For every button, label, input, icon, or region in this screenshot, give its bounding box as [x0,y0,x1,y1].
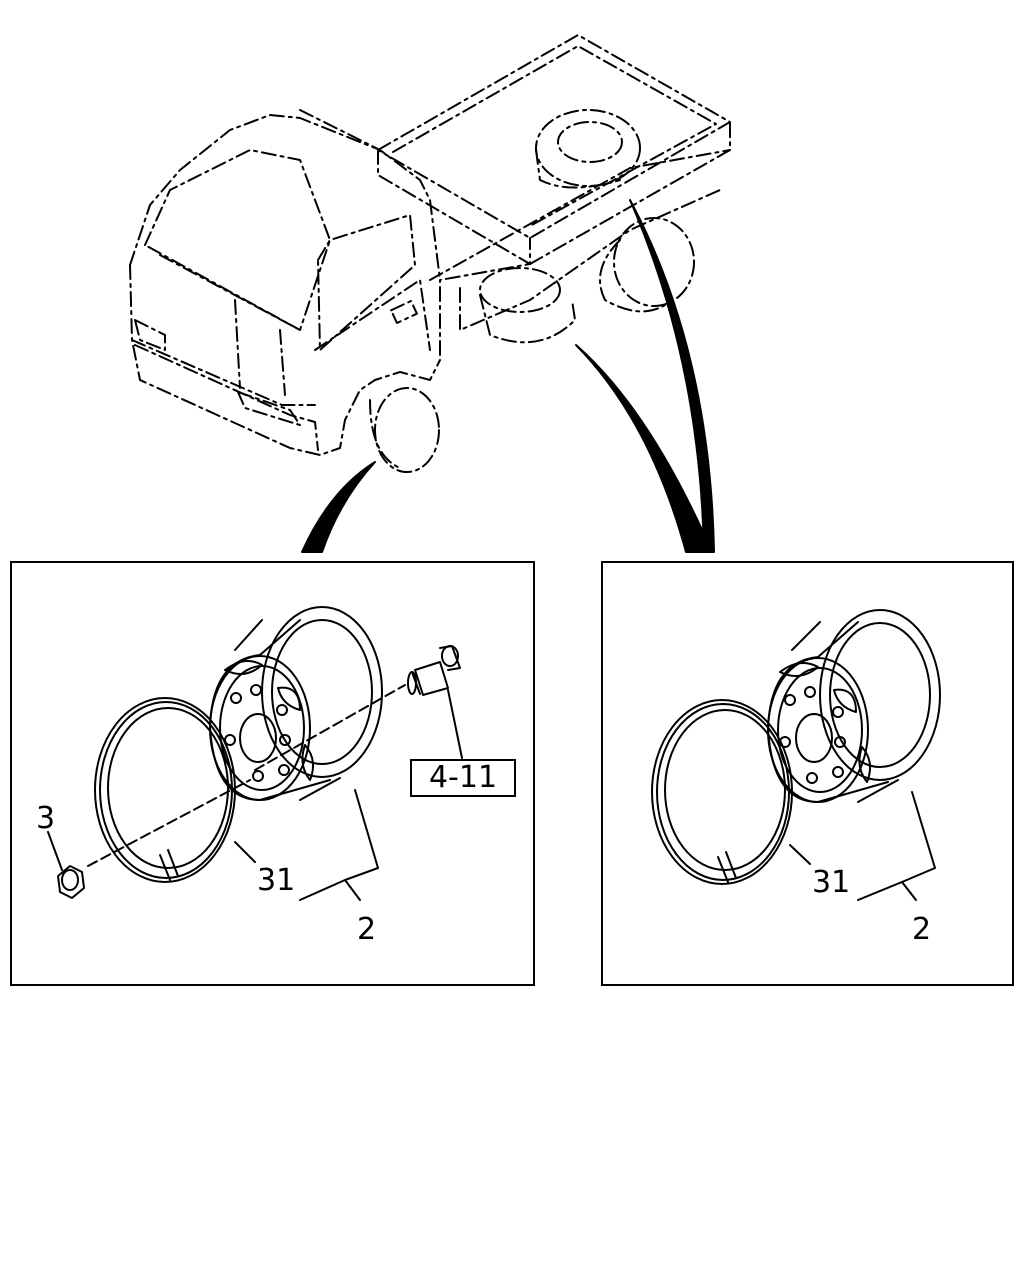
right-wheel-assembly [651,609,941,901]
right-leader-wheel [857,791,936,901]
left-hub-hole [239,713,277,763]
cargo-bed-top [377,34,731,239]
front-wheel [374,387,440,473]
right-bolt-hole [804,686,816,698]
spare-tire-inner [557,121,623,163]
cab-outline [129,264,441,456]
left-stud-centerline [254,684,406,771]
cargo-bed-long-side [429,149,731,281]
right-leader-ring [789,844,811,865]
callout-wheel: 2 [912,912,932,947]
left-wheel-nut [57,865,85,899]
left-vent-slot [277,686,301,711]
left-side-ring-inner [107,707,229,869]
callout-ring: 31 [812,865,851,900]
grille [134,319,166,351]
right-bolt-hole [832,706,844,718]
right-bolt-hole [832,766,844,778]
right-vent-slot [833,688,857,713]
right-bolt-hole [784,694,796,706]
left-side-ring-outer [94,697,236,883]
left-bolt-hole [278,764,290,776]
rear-wheel-inner [479,267,561,313]
bumper [131,339,316,406]
left-leader-wheel [299,789,379,901]
cargo-bed-side [377,149,531,265]
pointer-arrow-front [301,461,376,553]
right-wheel-rim-back [819,609,941,781]
cargo-bed-front-side [529,121,731,265]
left-bolt-hole [230,692,242,704]
spare-tire-outer [535,109,641,187]
headlight [237,391,301,426]
right-side-ring-inner [664,709,786,871]
door-handle [390,300,418,324]
left-leader-nut [47,831,63,871]
left-bolt-hole [279,734,291,746]
left-nut-centerline [87,779,251,867]
reference-box[interactable]: 4-11 [410,759,516,797]
windshield [144,149,331,331]
left-wheel-rim-back [261,606,383,778]
left-bolt-hole [276,704,288,716]
left-leader-stud [447,689,463,759]
cargo-bed-inner [392,45,717,227]
left-hub-stud [407,645,461,696]
right-bolt-hole [806,772,818,784]
left-detail-panel [10,561,535,986]
right-bolt-hole [834,736,846,748]
pointer-arrow-rear-outer [629,199,715,553]
callout-nut: 3 [36,801,56,836]
right-vent-slot [779,662,819,677]
left-wheel-assembly [47,606,463,901]
callout-wheel: 2 [357,912,377,947]
left-bolt-hole [250,684,262,696]
rear-wheel-outer [613,217,695,307]
left-vent-slot [301,744,315,781]
cargo-bed-lower [439,263,531,356]
right-detail-panel [601,561,1014,986]
pointer-arrow-rear-inner [575,344,713,553]
side-window [317,214,416,351]
truck-illustration [129,34,731,473]
callout-ring: 31 [257,863,296,898]
left-bolt-hole [252,770,264,782]
right-side-ring-outer [651,699,793,885]
right-hub-hole [795,713,833,763]
left-leader-ring [234,841,256,863]
right-vent-slot [858,746,872,783]
